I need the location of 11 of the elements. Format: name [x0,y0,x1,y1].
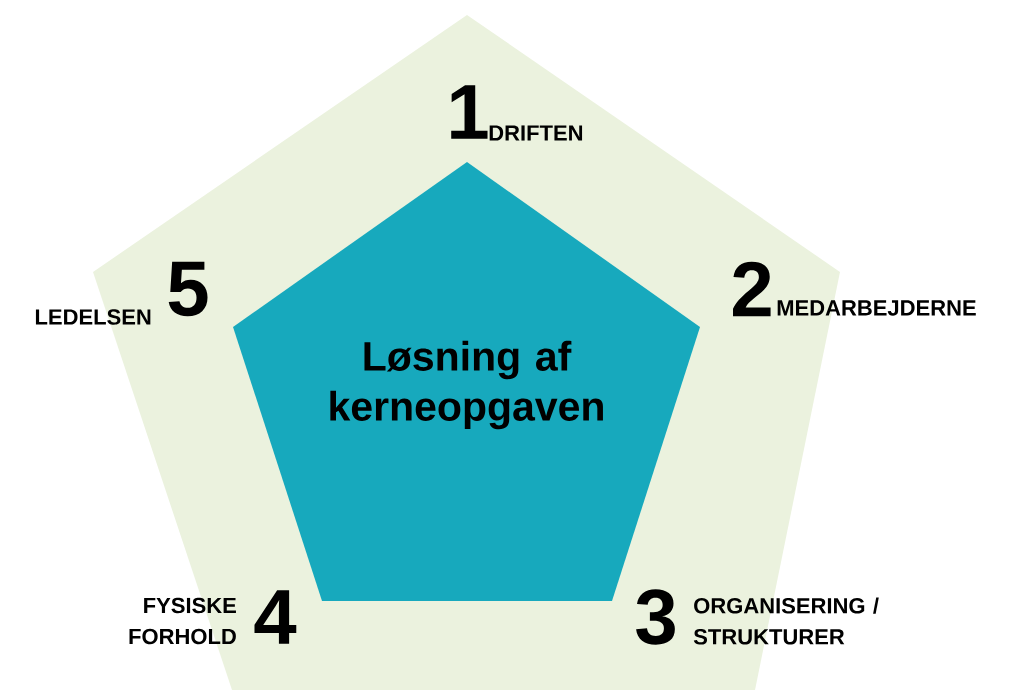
vertex-number: 2 [733,261,771,317]
vertex-number: 1 [451,85,488,139]
vertex-number: 3 [636,589,675,645]
vertex-number: 5 [168,261,208,317]
vertex-number: 4 [254,590,297,644]
vertex-label: FYSISKE FORHOLD [129,597,236,645]
vertex-label: MEDARBEJDERNE [777,300,976,316]
vertex-label: LEDELSEN [35,309,151,325]
vertex-label: ORGANISERING / STRUKTURER [693,597,879,645]
vertex-label: DRIFTEN [489,125,583,141]
center-title: Løsning af kerneopgaven [330,340,603,430]
